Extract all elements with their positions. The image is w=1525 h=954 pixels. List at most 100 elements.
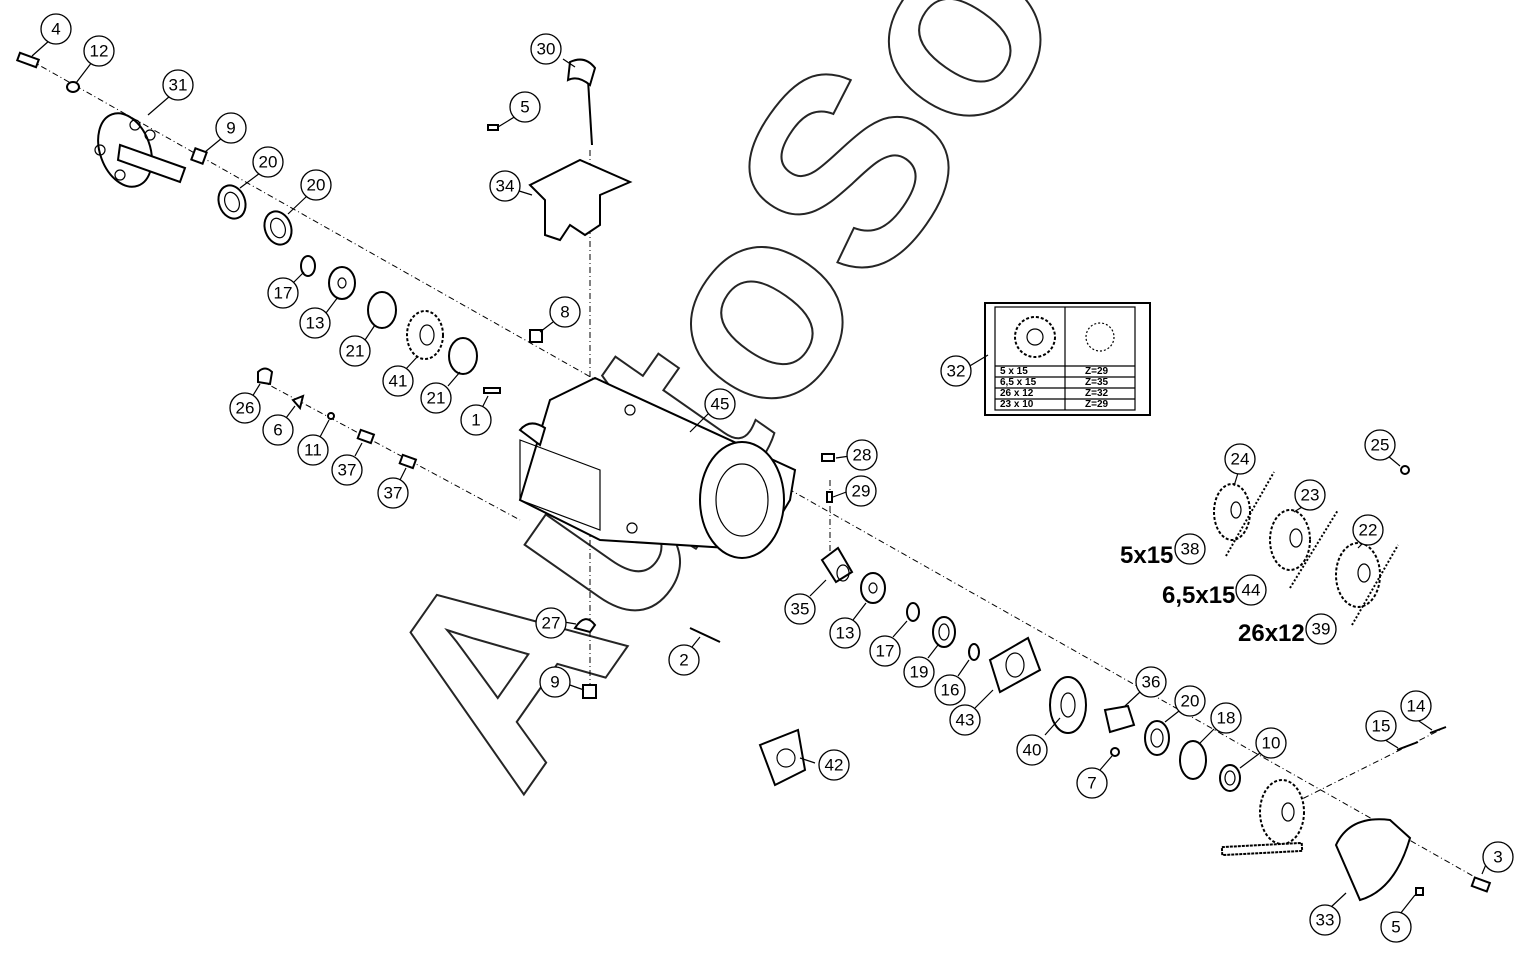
svg-text:7: 7 bbox=[1087, 774, 1096, 793]
callout-41: 41 bbox=[382, 365, 414, 397]
svg-text:38: 38 bbox=[1181, 540, 1200, 559]
callout-27: 27 bbox=[535, 607, 567, 639]
svg-text:5: 5 bbox=[520, 98, 529, 117]
svg-text:5: 5 bbox=[1391, 918, 1400, 937]
callout-43: 43 bbox=[949, 704, 981, 736]
svg-text:21: 21 bbox=[427, 389, 446, 408]
sprocket-set-22-39 bbox=[1335, 542, 1399, 626]
nut-9 bbox=[190, 147, 208, 165]
ratio-row-1-teeth: Z=29 bbox=[1085, 366, 1109, 377]
svg-text:45: 45 bbox=[711, 395, 730, 414]
svg-text:30: 30 bbox=[537, 40, 556, 59]
size-label-6-5x15: 6,5x15 bbox=[1162, 582, 1235, 609]
callout-5: 5 bbox=[509, 91, 541, 123]
bushing-36 bbox=[1103, 704, 1136, 734]
plate-43 bbox=[988, 636, 1042, 694]
callout-17: 17 bbox=[869, 635, 901, 667]
coupling-35 bbox=[820, 546, 854, 584]
callout-18: 18 bbox=[1210, 702, 1242, 734]
svg-text:8: 8 bbox=[560, 303, 569, 322]
ratio-row-4-size: 23 x 10 bbox=[1000, 399, 1034, 410]
svg-text:22: 22 bbox=[1359, 521, 1378, 540]
callout-28: 28 bbox=[846, 439, 878, 471]
svg-text:16: 16 bbox=[941, 681, 960, 700]
svg-text:44: 44 bbox=[1242, 581, 1261, 600]
svg-text:33: 33 bbox=[1316, 911, 1335, 930]
screw-5a bbox=[487, 124, 499, 131]
bolt-3 bbox=[1470, 876, 1492, 893]
callout-24: 24 bbox=[1224, 443, 1256, 475]
callout-29: 29 bbox=[845, 475, 877, 507]
svg-text:27: 27 bbox=[542, 614, 561, 633]
callout-13: 13 bbox=[829, 617, 861, 649]
svg-text:40: 40 bbox=[1023, 741, 1042, 760]
callout-13: 13 bbox=[299, 307, 331, 339]
svg-text:17: 17 bbox=[876, 642, 895, 661]
circlip-17 bbox=[300, 255, 316, 277]
svg-text:10: 10 bbox=[1262, 734, 1281, 753]
callout-1: 1 bbox=[460, 404, 492, 436]
callout-38: 38 bbox=[1174, 533, 1206, 565]
gear-lever-30 bbox=[566, 58, 597, 146]
svg-text:28: 28 bbox=[853, 446, 872, 465]
callout-34: 34 bbox=[489, 170, 521, 202]
callout-26: 26 bbox=[229, 392, 261, 424]
callout-36: 36 bbox=[1135, 666, 1167, 698]
callout-11: 11 bbox=[297, 434, 329, 466]
ratio-row-4-teeth: Z=29 bbox=[1085, 399, 1109, 410]
oring-18 bbox=[1179, 740, 1207, 780]
svg-text:23: 23 bbox=[1301, 486, 1320, 505]
callout-19: 19 bbox=[903, 656, 935, 688]
svg-text:19: 19 bbox=[910, 663, 929, 682]
svg-text:37: 37 bbox=[338, 461, 357, 480]
callout-32: 32 bbox=[940, 355, 972, 387]
callout-25: 25 bbox=[1364, 429, 1396, 461]
callout-23: 23 bbox=[1294, 479, 1326, 511]
svg-text:32: 32 bbox=[947, 362, 966, 381]
ratio-row-2-size: 6,5 x 15 bbox=[1000, 377, 1037, 388]
callout-9: 9 bbox=[539, 666, 571, 698]
svg-text:24: 24 bbox=[1231, 450, 1250, 469]
svg-text:34: 34 bbox=[496, 177, 515, 196]
pin-37a bbox=[356, 428, 376, 445]
svg-text:9: 9 bbox=[226, 119, 235, 138]
callout-37: 37 bbox=[331, 454, 363, 486]
clip-27 bbox=[573, 618, 597, 634]
svg-text:31: 31 bbox=[169, 76, 188, 95]
bearings-20 bbox=[217, 184, 293, 246]
svg-text:20: 20 bbox=[259, 153, 278, 172]
callout-8: 8 bbox=[549, 296, 581, 328]
pin-37b bbox=[398, 453, 418, 470]
pin-14 bbox=[1429, 726, 1447, 734]
callout-40: 40 bbox=[1016, 734, 1048, 766]
callout-6: 6 bbox=[262, 414, 294, 446]
nut-5b bbox=[1415, 887, 1424, 896]
svg-text:6: 6 bbox=[273, 421, 282, 440]
svg-text:12: 12 bbox=[90, 42, 109, 61]
svg-text:35: 35 bbox=[791, 600, 810, 619]
washer-13b bbox=[860, 572, 886, 604]
svg-text:26: 26 bbox=[236, 399, 255, 418]
callout-31: 31 bbox=[162, 69, 194, 101]
pin-2 bbox=[689, 627, 721, 643]
cap-26 bbox=[257, 367, 274, 386]
ratio-row-3-teeth: Z=32 bbox=[1085, 388, 1109, 399]
bearing-19 bbox=[932, 616, 956, 648]
flange-40 bbox=[1049, 676, 1087, 734]
callout-17: 17 bbox=[267, 277, 299, 309]
ratio-row-1-size: 5 x 15 bbox=[1000, 366, 1028, 377]
callout-35: 35 bbox=[784, 593, 816, 625]
cover-34 bbox=[528, 158, 633, 242]
sprocket-set-23-44 bbox=[1269, 509, 1339, 589]
svg-text:20: 20 bbox=[1181, 692, 1200, 711]
sprocket-set-24-38 bbox=[1213, 471, 1275, 557]
oring-21a bbox=[367, 291, 397, 329]
callout-20: 20 bbox=[1174, 685, 1206, 717]
svg-text:41: 41 bbox=[389, 372, 408, 391]
oring-21b bbox=[448, 337, 478, 375]
callout-21: 21 bbox=[420, 382, 452, 414]
callout-2: 2 bbox=[668, 644, 700, 676]
output-sprocket bbox=[1220, 779, 1305, 857]
svg-text:11: 11 bbox=[304, 441, 322, 460]
chain-cover-33 bbox=[1334, 818, 1412, 902]
